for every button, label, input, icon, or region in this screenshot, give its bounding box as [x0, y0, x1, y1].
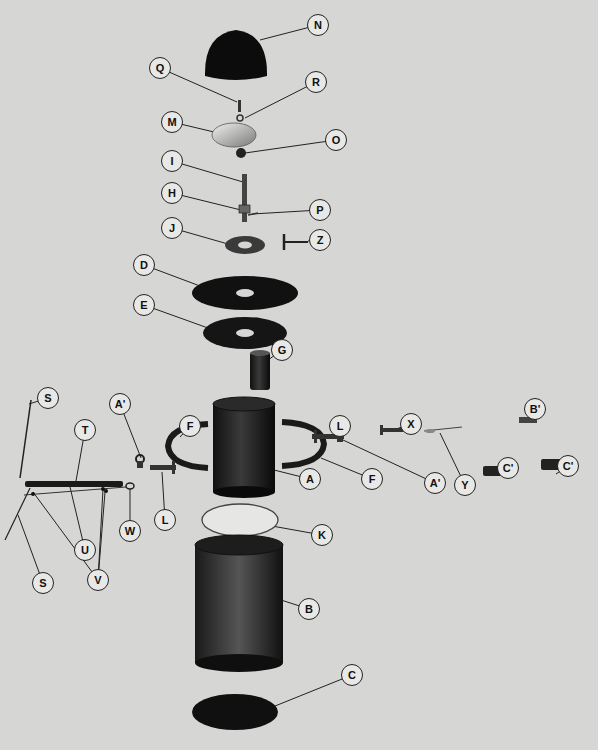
callout-letter: S	[44, 393, 51, 404]
callout-circle: S	[32, 572, 54, 594]
callout-circle: Q	[149, 57, 171, 79]
callout-letter: B'	[530, 404, 541, 415]
callout-circle: F	[179, 415, 201, 437]
callout-circle: E	[133, 294, 155, 316]
callout-circle: Z	[309, 229, 331, 251]
callout-circle: I	[161, 150, 183, 172]
callout-circle: R	[305, 71, 327, 93]
callout-circle: L	[329, 415, 351, 437]
callout-circle: T	[74, 419, 96, 441]
callout-letter: N	[314, 20, 322, 31]
callout-circle: Y	[454, 474, 476, 496]
callout-letter: R	[312, 77, 320, 88]
callout-letter: W	[125, 526, 135, 537]
knob	[205, 30, 267, 80]
callout-letter: U	[81, 545, 89, 556]
callout-circle: M	[161, 111, 183, 133]
callout-circle: C'	[497, 457, 519, 479]
callout-letter: T	[82, 425, 89, 436]
callout-letter: Q	[156, 63, 165, 74]
callout-circle: L	[154, 509, 176, 531]
callout-letter: L	[337, 421, 344, 432]
callout-letter: I	[170, 156, 173, 167]
callout-circle: H	[161, 182, 183, 204]
callout-letter: E	[140, 300, 147, 311]
callout-letter: P	[316, 205, 323, 216]
callout-circle: N	[307, 14, 329, 36]
callout-circle: X	[400, 413, 422, 435]
callout-letter: A'	[115, 399, 126, 410]
callout-circle: G	[271, 339, 293, 361]
callout-letter: Y	[461, 480, 468, 491]
callout-letter: L	[162, 515, 169, 526]
callout-circle: A	[299, 468, 321, 490]
callout-circle: B'	[524, 398, 546, 420]
callout-letter: B	[305, 604, 313, 615]
callout-letter: C'	[563, 461, 574, 472]
callout-circle: C	[341, 664, 363, 686]
callout-letter: Z	[317, 235, 324, 246]
callout-circle: O	[325, 129, 347, 151]
callout-letter: G	[278, 345, 287, 356]
callout-letter: V	[94, 575, 101, 586]
callout-circle: S	[37, 387, 59, 409]
callout-letter: J	[169, 223, 175, 234]
callout-circle: U	[74, 539, 96, 561]
callout-letter: A	[306, 474, 314, 485]
callout-circle: P	[309, 199, 331, 221]
callout-circle: J	[161, 217, 183, 239]
callout-circle: W	[119, 520, 141, 542]
callout-letter: H	[168, 188, 176, 199]
callout-letter: C	[348, 670, 356, 681]
callout-letter: F	[369, 474, 376, 485]
callout-letter: F	[187, 421, 194, 432]
callout-circle: C'	[557, 455, 579, 477]
callout-circle: V	[87, 569, 109, 591]
callout-circle: B	[298, 598, 320, 620]
callout-letter: O	[332, 135, 341, 146]
callout-circle: A'	[109, 393, 131, 415]
callout-circle: K	[311, 524, 333, 546]
callout-letter: X	[407, 419, 414, 430]
callout-letter: M	[167, 117, 176, 128]
callout-letter: K	[318, 530, 326, 541]
callout-circle: A'	[424, 472, 446, 494]
callout-letter: A'	[430, 478, 441, 489]
leader-lines	[18, 25, 568, 706]
callout-circle: F	[361, 468, 383, 490]
callout-letter: C'	[503, 463, 514, 474]
callout-letter: D	[140, 260, 148, 271]
callout-letter: S	[39, 578, 46, 589]
callout-circle: D	[133, 254, 155, 276]
